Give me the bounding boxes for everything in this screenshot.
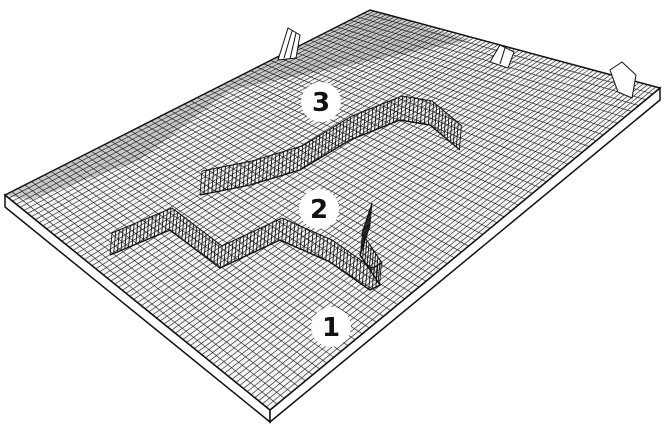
terrace-label-2: 2 (299, 189, 339, 229)
svg-text:3: 3 (312, 88, 330, 118)
terrace-label-1: 1 (311, 307, 351, 347)
svg-text:1: 1 (322, 313, 340, 343)
svg-text:2: 2 (310, 195, 328, 225)
terrace-label-3: 3 (301, 82, 341, 122)
